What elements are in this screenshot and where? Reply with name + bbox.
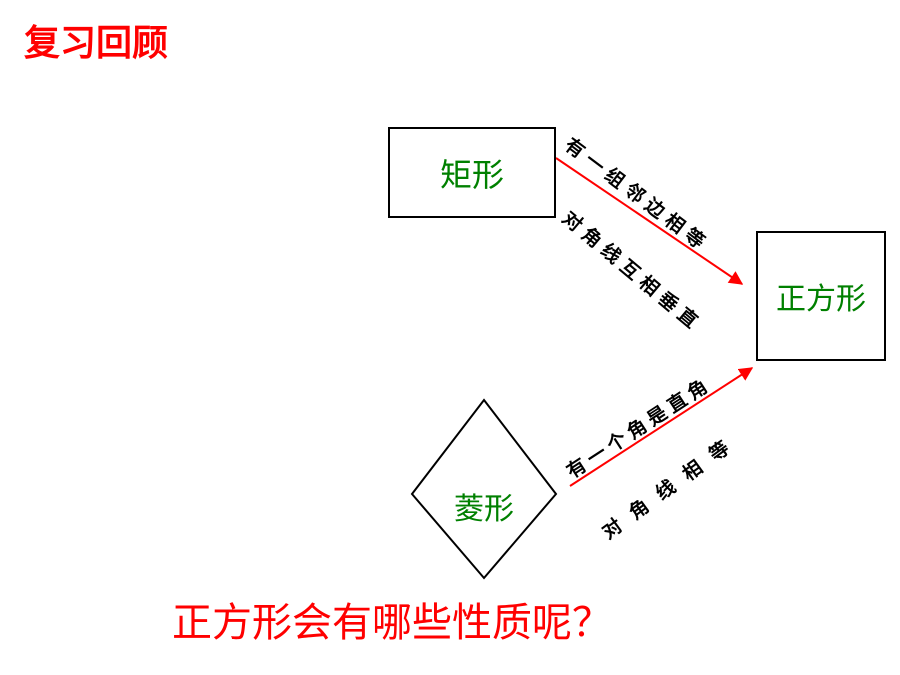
square-label: 正方形 xyxy=(776,282,866,317)
slide-title: 复习回顾 xyxy=(24,23,169,64)
question-text: 正方形会有哪些性质呢？ xyxy=(172,600,612,646)
rectangle-label: 矩形 xyxy=(439,155,504,194)
rectangle-box: 矩形 xyxy=(388,127,556,218)
rhombus-shape xyxy=(410,398,558,580)
square-box: 正方形 xyxy=(756,231,886,361)
arrow-rectangle-to-square xyxy=(555,157,744,285)
arrow-rhombus-to-square xyxy=(569,367,754,487)
rhombus-label: 菱形 xyxy=(454,492,514,527)
